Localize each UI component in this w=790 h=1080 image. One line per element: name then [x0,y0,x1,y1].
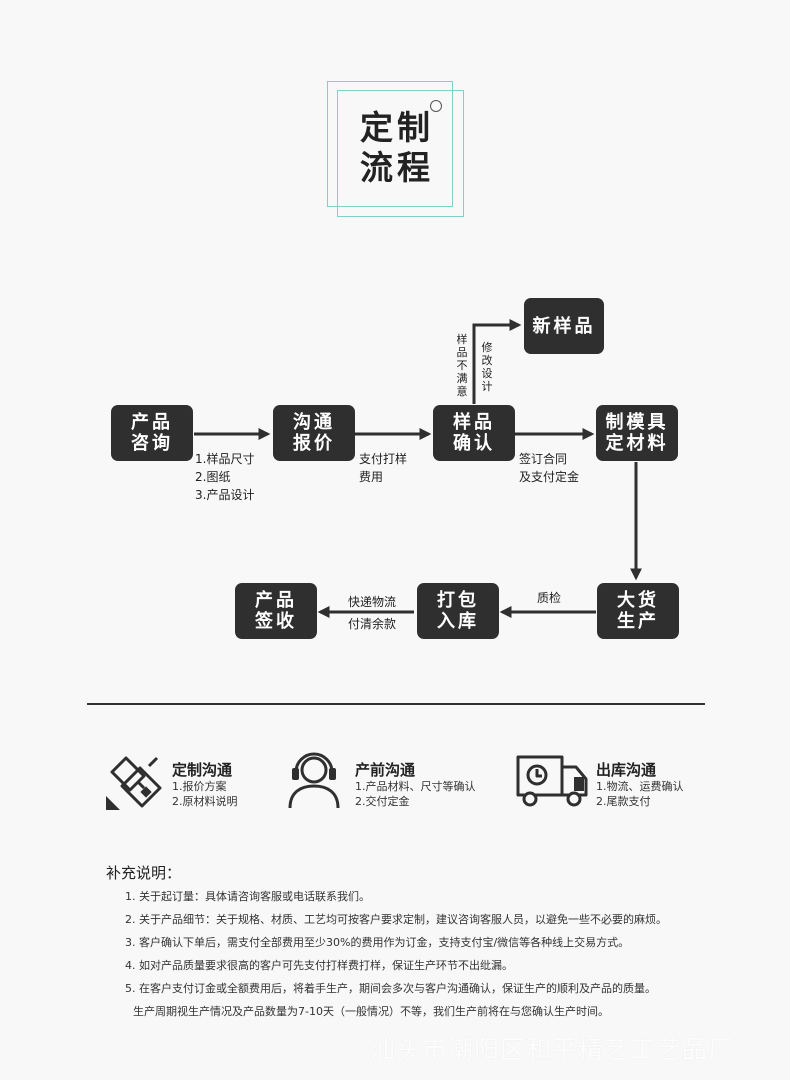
note-quote-sample: 支付打样 费用 [359,452,408,484]
flow-step-receipt: 产品 签收 [235,583,317,639]
title-line-2: 流程 [360,148,434,187]
title-frame [327,81,453,207]
note-sample-mold: 签订合同 及支付定金 [519,452,580,484]
divider [87,703,705,705]
flow-arrows [194,319,642,618]
supplement-item: 生产周期视生产情况及产品数量为7-10天（一般情况）不等，我们生产前将在与您确认… [133,1005,609,1018]
flow-step-sample-confirm: 样品 确认 [433,405,515,461]
delivery-truck-icon [516,753,590,813]
title-line-1: 定制 [360,108,434,147]
supplement-item: 5. 在客户支付订金或全额费用后，将着手生产，期间会多次与客户沟通确认，保证生产… [125,982,656,995]
flow-step-consult: 产品 咨询 [111,405,193,461]
flow-step-pack-store: 打包 入库 [417,583,499,639]
phone-fax-icon [104,752,164,814]
feature-title-outbound: 出库沟通 [596,761,657,779]
supplement-item: 3. 客户确认下单后，需支付全部费用至少30%的费用作为订金，支持支付宝/微信等… [125,936,630,949]
supplement-title: 补充说明： [106,864,182,882]
headset-person-icon [287,750,341,814]
supplement-item: 1. 关于起订量：具体请咨询客服或电话联系我们。 [125,890,370,903]
note-qc: 质检 [537,591,562,605]
supplement-item: 2. 关于产品细节：关于规格、材质、工艺均可按客户要求定制，建议咨询客服人员，以… [125,913,667,926]
flow-step-mass-production: 大货 生产 [597,583,679,639]
title-frame-offset [337,90,464,217]
flow-step-new-sample: 新样品 [524,298,604,354]
page-title: 定制 流程 [352,108,442,188]
feature-title-preproduction: 产前沟通 [355,761,416,779]
feature-items-outbound: 1.物流、运费确认 2.尾款支付 [596,780,684,808]
note-modify: 修改设计 [481,341,493,393]
circle-icon [430,100,442,112]
watermark: 汕头市潮阳区和平精艺工艺品厂 [370,1035,735,1064]
flow-step-mold-material: 制模具 定材料 [596,405,678,461]
feature-items-custom: 1.报价方案 2.原材料说明 [172,780,238,808]
feature-items-preproduction: 1.产品材料、尺寸等确认 2.交付定金 [355,780,476,808]
arrow-sample-new [472,319,522,404]
note-delivery: 快递物流 付清余款 [348,595,397,631]
note-consult-quote: 1.样品尺寸 2.图纸 3.产品设计 [195,452,255,502]
flow-step-quote: 沟通 报价 [273,405,355,461]
feature-title-custom: 定制沟通 [172,761,233,779]
supplement-item: 4. 如对产品质量要求很高的客户可先支付打样费打样，保证生产环节不出纰漏。 [125,959,513,972]
note-unsatisfied: 样品不满意 [456,333,468,398]
